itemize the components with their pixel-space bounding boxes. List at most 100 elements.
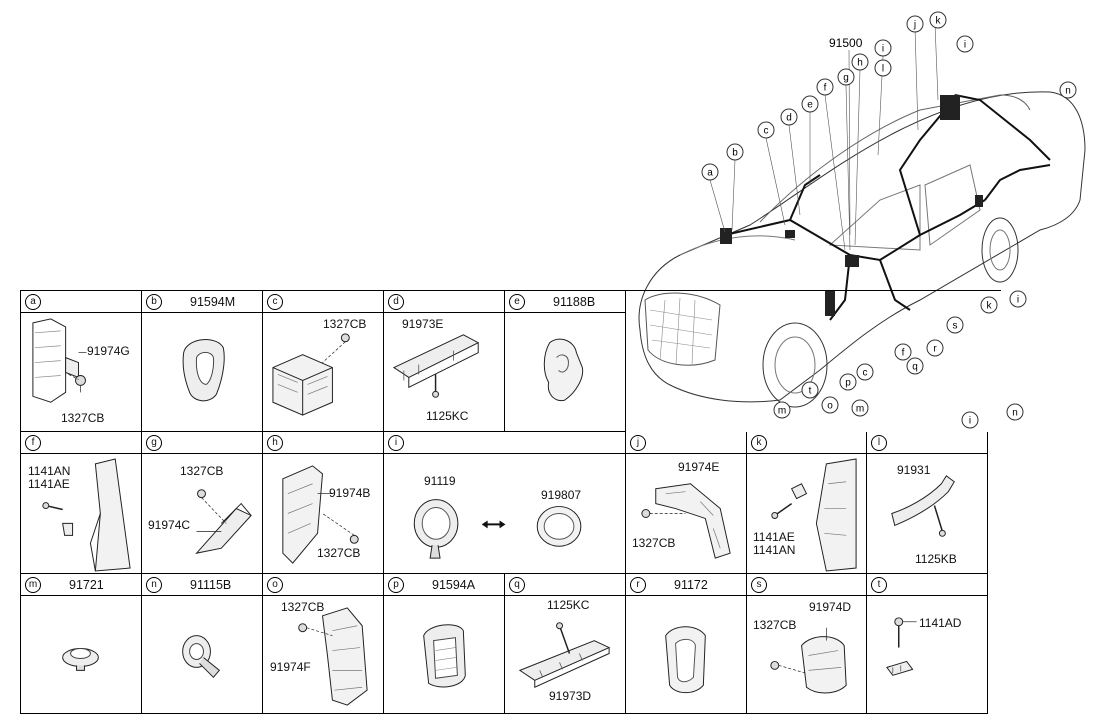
part-label-91931: 91931	[897, 463, 931, 477]
svg-text:p: p	[845, 378, 851, 389]
part-drawing-junction-box	[272, 333, 350, 416]
letter-badge: a	[25, 294, 41, 310]
part-drawing-bracket-d	[392, 334, 480, 398]
letter-badge: n	[146, 577, 162, 593]
callout-i: i	[961, 411, 979, 429]
cell-s: s 1327CB 91974D	[747, 574, 867, 714]
part-number: 91594M	[190, 295, 236, 309]
part-number: 91115B	[190, 578, 232, 592]
part-drawing-screw	[886, 617, 917, 676]
part-label-91119: 91119	[424, 474, 456, 488]
callout-b: b	[726, 143, 744, 161]
cell-d: d 91973E 1125KC	[384, 291, 505, 432]
cell-j: j 91974E 1327CB	[626, 432, 747, 574]
cell-b: b 91594M	[142, 291, 263, 432]
cell-l: l 91931 1125KB	[867, 432, 988, 574]
callout-t: t	[801, 381, 819, 399]
callout-d: d	[780, 108, 798, 126]
part-drawing-bracket-q	[518, 622, 611, 688]
part-label-1327CB: 1327CB	[317, 546, 361, 560]
svg-text:k: k	[936, 16, 942, 27]
part-number: 91594A	[432, 578, 476, 592]
letter-badge: d	[388, 294, 404, 310]
callout-l: l	[874, 59, 892, 77]
svg-text:m: m	[856, 404, 864, 415]
part-label-1141AN: 1141AN	[753, 543, 796, 557]
letter-badge: j	[630, 435, 646, 451]
svg-text:m: m	[778, 406, 786, 417]
svg-text:i: i	[882, 44, 884, 55]
svg-text:d: d	[786, 113, 792, 124]
part-label-1141AD: 1141AD	[919, 616, 962, 630]
letter-badge: h	[267, 435, 283, 451]
svg-text:q: q	[912, 362, 918, 373]
letter-badge: i	[388, 435, 404, 451]
svg-text:n: n	[1065, 86, 1071, 97]
letter-badge: l	[871, 435, 887, 451]
callout-f: f	[816, 78, 834, 96]
svg-text:o: o	[827, 401, 833, 412]
callout-s: s	[946, 316, 964, 334]
part-label-1327CB: 1327CB	[180, 464, 224, 478]
callout-i: i	[956, 35, 974, 53]
cell-g: g 1327CB 91974C	[142, 432, 263, 574]
part-label-1141AE: 1141AE	[28, 477, 70, 491]
callout-j: j	[906, 15, 924, 33]
part-label-1125KC: 1125KC	[426, 409, 469, 423]
cell-f: f 1141AN 1141AE	[21, 432, 142, 574]
callout-c: c	[856, 363, 874, 381]
part-number: 91172	[674, 578, 708, 592]
part-label-1327CB: 1327CB	[632, 536, 676, 550]
part-drawing-protector	[641, 483, 731, 559]
letter-badge: r	[630, 577, 646, 593]
part-label-91974C: 91974C	[148, 518, 191, 532]
part-drawing-plug	[413, 499, 582, 559]
cell-n: n 91115B	[142, 574, 263, 714]
cell-r: r 91172	[626, 574, 747, 714]
svg-text:r: r	[933, 344, 937, 355]
svg-text:s: s	[953, 321, 958, 332]
svg-text:g: g	[843, 73, 849, 84]
svg-text:a: a	[707, 168, 713, 179]
callout-g: g	[837, 68, 855, 86]
part-label-1141AN: 1141AN	[28, 464, 71, 478]
part-label-91974B: 91974B	[329, 486, 371, 500]
main-harness-label: 91500	[829, 36, 863, 50]
part-label-91974F: 91974F	[270, 660, 311, 674]
part-drawing-bracket-s	[770, 627, 847, 694]
part-label-1327CB: 1327CB	[753, 618, 797, 632]
cell-k: k 1141AE 1141AN	[747, 432, 867, 574]
svg-text:k: k	[987, 301, 993, 312]
part-label-91973E: 91973E	[402, 317, 444, 331]
svg-text:i: i	[969, 416, 971, 427]
part-label-1327CB: 1327CB	[323, 317, 367, 331]
part-drawing-grommet-n	[182, 635, 221, 679]
part-label-1327CB: 1327CB	[61, 411, 105, 425]
svg-text:c: c	[863, 368, 868, 379]
letter-badge: c	[267, 294, 283, 310]
letter-badge: q	[509, 577, 525, 593]
svg-text:b: b	[732, 148, 738, 159]
svg-text:l: l	[882, 64, 884, 75]
callout-r: r	[926, 339, 944, 357]
cell-h: h 91974B 1327CB	[263, 432, 384, 574]
callout-k: k	[980, 296, 998, 314]
part-drawing-shield	[665, 626, 706, 694]
svg-text:i: i	[1017, 295, 1019, 306]
callout-o: o	[821, 396, 839, 414]
svg-text:f: f	[824, 83, 827, 94]
svg-text:e: e	[807, 100, 813, 111]
letter-badge: b	[146, 294, 162, 310]
svg-text:n: n	[1012, 408, 1018, 419]
letter-badge: s	[751, 577, 767, 593]
callout-a: a	[701, 163, 719, 181]
part-label-1125KC: 1125KC	[547, 598, 590, 612]
svg-text:j: j	[913, 20, 916, 31]
letter-badge: k	[751, 435, 767, 451]
svg-text:i: i	[964, 40, 966, 51]
part-drawing-pillar	[42, 458, 131, 572]
